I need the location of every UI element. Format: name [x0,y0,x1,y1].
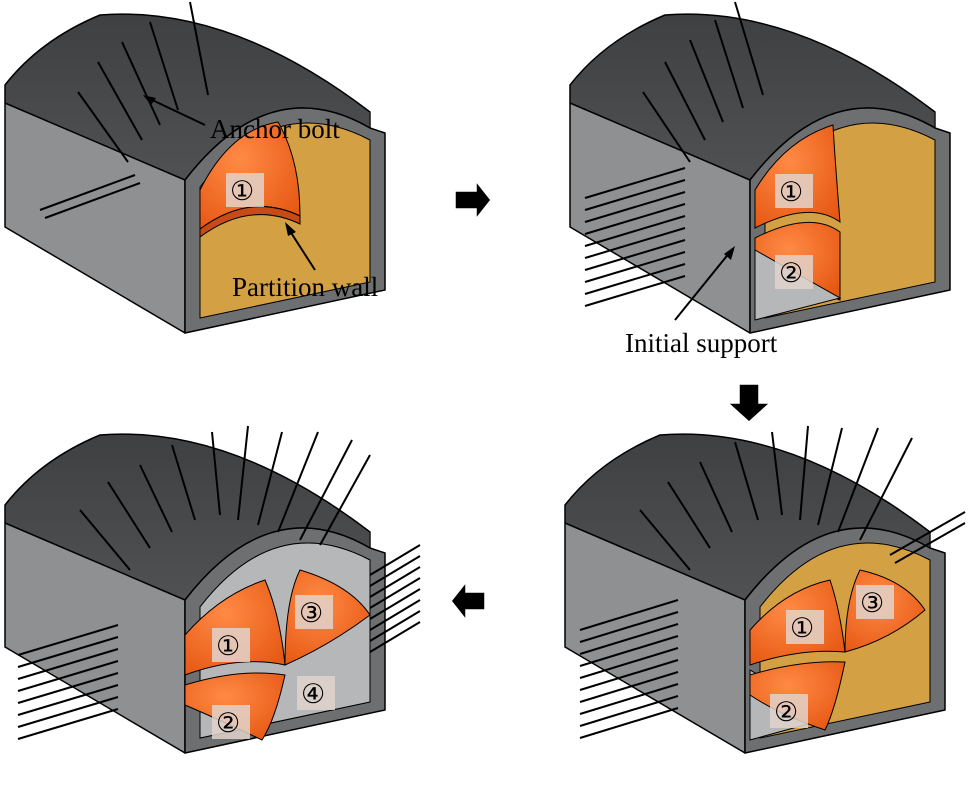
stage-mark: ① [779,177,803,208]
anchor-bolt-label: Anchor bolt [210,114,340,144]
initial-support-label: Initial support [625,328,778,358]
arrow-right-icon [454,178,492,222]
stage-mark: ② [774,697,798,728]
stage-mark: ③ [860,588,884,619]
stage-badge [226,173,264,207]
arrow-left-icon [450,579,486,623]
stage-mark: ② [779,258,803,289]
stage-mark: ④ [301,679,325,710]
anchor-bolt-lines-2 [584,1,764,307]
anchor-bolt-lines-1 [39,1,209,219]
partition-wall-label: Partition wall [232,272,378,302]
arrow-down-icon [726,383,772,424]
excavation-face-1 [184,579,286,676]
stage-4-panel: ① ③ ② ④ [4,425,421,754]
stage-mark: ② [216,708,240,739]
stage-1-panel: ① Anchor bolt Partition wall [4,1,386,334]
anchor-bolt-lines-3 [17,425,421,740]
stage-3-panel: ① ③ ② [564,425,966,754]
stage-mark: ① [230,176,254,207]
anchor-bolt-lines-4 [579,425,966,739]
stage-2-panel: ① ② Initial support [569,1,951,358]
stage-mark: ③ [299,598,323,629]
stage-mark: ① [216,631,240,662]
stage-mark: ① [790,613,814,644]
